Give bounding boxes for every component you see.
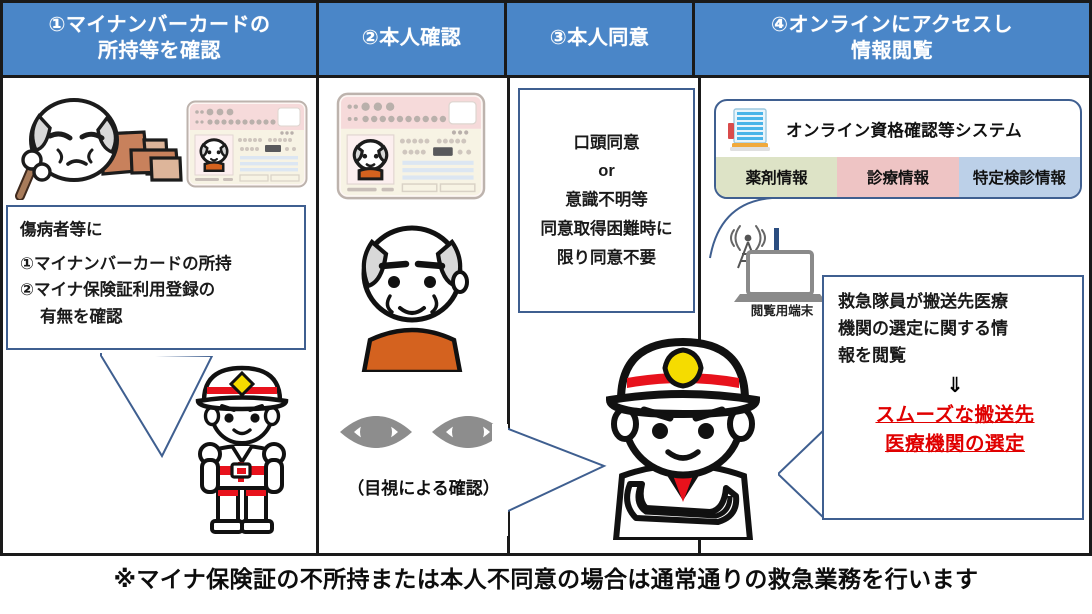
header-col4-line1: ④オンラインにアクセスし: [771, 14, 1013, 37]
header-row: ①マイナンバーカードの 所持等を確認 ②本人確認 ③本人同意 ④オンラインにアク…: [0, 0, 1092, 78]
terminal-label: 閲覧用端末: [750, 304, 814, 318]
laptop-terminal-illustration: [722, 212, 842, 308]
header-col3-line1: ③本人同意: [549, 27, 650, 50]
frame-left: [0, 78, 3, 556]
online-system-title: オンライン資格確認等システム: [786, 122, 1023, 140]
responder-illustration-center: [588, 328, 778, 540]
down-arrow-symbol: ⇓: [946, 373, 964, 397]
eyes-caption: （目視による確認）: [347, 479, 500, 498]
connector-system-to-terminal: [700, 196, 780, 266]
tag-medical-info: 診療情報: [837, 157, 959, 197]
callout-col3-consent: 口頭同意 or 意識不明等 同意取得困難時に 限り同意不要: [518, 88, 695, 313]
callout-col1-item2-cont: 有無を確認: [40, 308, 123, 327]
header-col1-line1: ①マイナンバーカードの: [48, 14, 271, 37]
result-line-3: 報を閲覧: [838, 345, 906, 365]
header-col2-line1: ②本人確認: [361, 27, 462, 50]
server-rack-icon: [724, 105, 776, 153]
my-number-card-col2: [336, 92, 486, 200]
column-separator-1: [316, 78, 319, 556]
column-separator-3: [698, 78, 701, 556]
header-cell-col3: ③本人同意: [507, 3, 695, 75]
tag-checkup-info: 特定検診情報: [958, 157, 1080, 197]
frame-right: [1089, 78, 1092, 556]
info-tag-row: 薬剤情報 診療情報 特定検診情報: [716, 157, 1080, 197]
header-col1-line2: 所持等を確認: [97, 40, 221, 62]
result-highlight-2: 医療機関の選定: [884, 433, 1025, 456]
arrow-box1-to-responder: [100, 348, 218, 460]
callout-col1-item1: ①マイナンバーカードの所持: [20, 254, 232, 273]
tag-drug-info: 薬剤情報: [716, 157, 838, 197]
callout-col4-result: 救急隊員が搬送先医療 機関の選定に関する情 報を閲覧 ⇓ スムーズな搬送先 医療…: [822, 275, 1084, 520]
callout-col1: 傷病者等に ①マイナンバーカードの所持 ②マイナ保険証利用登録の 有無を確認: [6, 205, 306, 350]
header-col4-line2: 情報閲覧: [851, 40, 933, 62]
responder-illustration-col1: [188, 358, 296, 536]
injured-person-illustration: [8, 88, 183, 200]
eyes-illustration: [336, 398, 508, 466]
consent-line-3: 意識不明等: [565, 191, 648, 210]
callout-col1-intro: 傷病者等に: [20, 221, 103, 239]
result-highlight-1: スムーズな搬送先: [875, 403, 1035, 426]
header-cell-col4: ④オンラインにアクセスし 情報閲覧: [695, 3, 1089, 75]
header-cell-col1: ①マイナンバーカードの 所持等を確認: [3, 3, 319, 75]
consent-line-5: 限り同意不要: [557, 248, 656, 267]
header-cell-col2: ②本人確認: [319, 3, 507, 75]
frame-bottom: [0, 553, 1092, 556]
callout-col1-item2: ②マイナ保険証利用登録の: [20, 281, 216, 300]
consent-line-2: or: [598, 162, 615, 181]
footer-note: ※マイナ保険証の不所持または本人不同意の場合は通常通りの救急業務を行います: [113, 566, 979, 592]
consent-line-1: 口頭同意: [573, 133, 640, 152]
elderly-person-illustration-col2: [352, 212, 472, 372]
arrow-col2-to-center: [492, 424, 620, 538]
result-line-2: 機関の選定に関する情: [838, 318, 1008, 338]
my-number-card-col1: [186, 100, 308, 188]
column-separator-2: [507, 78, 510, 556]
consent-line-4: 同意取得困難時に: [540, 219, 673, 238]
result-line-1: 救急隊員が搬送先医療: [838, 292, 1008, 311]
online-system-box: オンライン資格確認等システム 薬剤情報 診療情報 特定検診情報: [714, 99, 1082, 199]
